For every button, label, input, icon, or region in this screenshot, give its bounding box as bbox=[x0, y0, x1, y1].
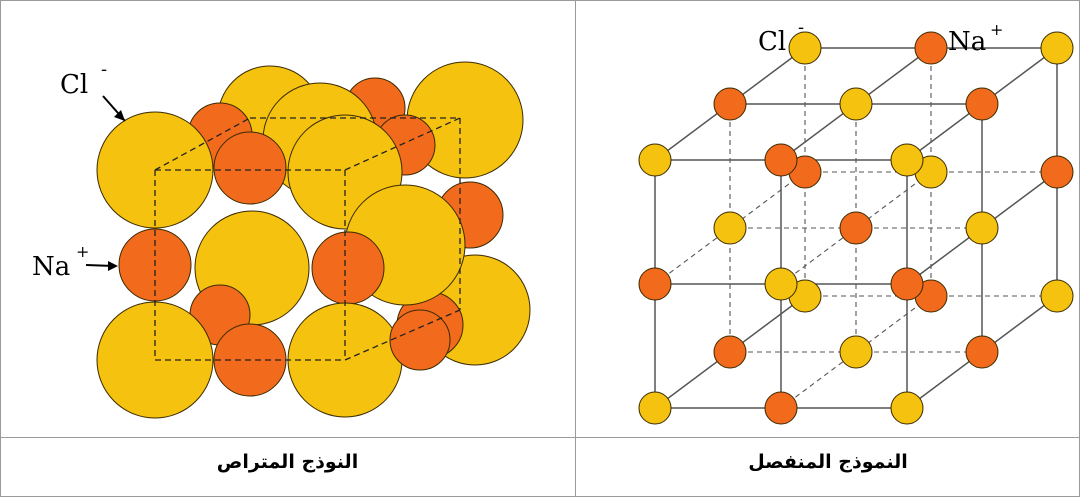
open-labels: Cl - Na + bbox=[758, 17, 1003, 57]
sodium-ion bbox=[713, 335, 747, 369]
chloride-ion bbox=[1040, 31, 1074, 65]
packed-model-caption: النوذج المتراص bbox=[216, 451, 359, 473]
open-chloride-charge: - bbox=[798, 17, 804, 38]
sodium-sphere bbox=[213, 131, 287, 205]
chloride-ion bbox=[890, 143, 924, 177]
packed-chloride-label: Cl bbox=[60, 70, 88, 100]
chloride-ion bbox=[713, 211, 747, 245]
packed-labels: Cl - Na + bbox=[32, 59, 126, 282]
sodium-sphere bbox=[389, 309, 451, 371]
sodium-ion bbox=[965, 87, 999, 121]
open-sodium-label: Na bbox=[948, 27, 986, 57]
packed-chloride-arrowhead bbox=[114, 110, 125, 121]
open-chloride-label: Cl bbox=[758, 27, 786, 57]
sodium-ion bbox=[914, 31, 948, 65]
sodium-ion bbox=[890, 267, 924, 301]
sodium-ion bbox=[638, 267, 672, 301]
packed-sodium-label: Na bbox=[32, 252, 70, 282]
sodium-ion bbox=[839, 211, 873, 245]
chloride-ion bbox=[839, 87, 873, 121]
open-lattice-ions bbox=[638, 31, 1074, 425]
separated-model-caption: النموذج المنفصل bbox=[748, 451, 908, 473]
unit-cell-edge bbox=[154, 117, 251, 171]
chloride-ion bbox=[1040, 279, 1074, 313]
chloride-ion bbox=[890, 391, 924, 425]
chloride-ion bbox=[638, 143, 672, 177]
chloride-ion bbox=[839, 335, 873, 369]
sodium-ion bbox=[764, 143, 798, 177]
packed-model bbox=[96, 61, 531, 419]
chloride-ion bbox=[788, 31, 822, 65]
unit-cell-edge bbox=[344, 309, 461, 361]
sodium-ion bbox=[713, 87, 747, 121]
sodium-ion bbox=[764, 391, 798, 425]
unit-cell-edge bbox=[344, 117, 461, 171]
chloride-ion bbox=[638, 391, 672, 425]
sodium-sphere bbox=[311, 231, 385, 305]
packed-sodium-charge: + bbox=[76, 242, 89, 261]
packed-chloride-charge: - bbox=[101, 59, 107, 80]
open-sodium-charge: + bbox=[990, 20, 1003, 39]
chloride-ion bbox=[965, 211, 999, 245]
sodium-ion bbox=[965, 335, 999, 369]
sodium-ion bbox=[1040, 155, 1074, 189]
packed-sodium-arrowhead bbox=[108, 261, 118, 271]
chloride-ion bbox=[764, 267, 798, 301]
